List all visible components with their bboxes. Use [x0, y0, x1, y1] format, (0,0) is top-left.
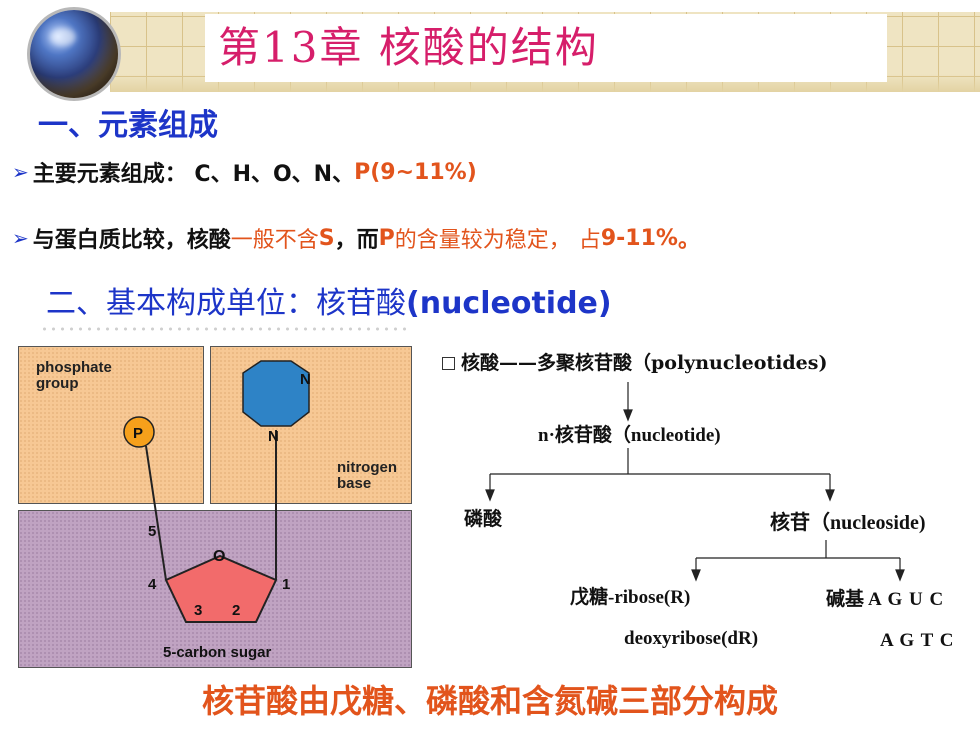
hierarchy-base-dna: A G T C: [880, 630, 955, 651]
globe-icon: [30, 10, 118, 98]
phosphate-label: phosphate group: [36, 359, 112, 392]
bullet-highlight: 占: [578, 228, 601, 253]
bullet-main-elements: ➢ 主要元素组成： C、H、O、N、 P(9~11%): [12, 156, 477, 188]
dotted-divider: [40, 326, 410, 332]
sugar-ring-shape: [164, 554, 278, 623]
bullet-compare-protein: ➢ 与蛋白质比较，核酸 一般不含 S ，而 P 的含量较为稳定， 占 9-11%…: [12, 222, 700, 254]
bullet-text: ，而: [334, 228, 379, 253]
phosphate-symbol: P: [133, 425, 143, 442]
section-heading-elements: 一、元素组成: [38, 108, 218, 143]
bullet-text: 主要元素组成： C、H、O、N、: [32, 162, 355, 187]
bullet-arrow-icon: ➢: [12, 160, 29, 184]
carbon-5-label: 5: [148, 523, 156, 540]
phosphate-sugar-bond: [145, 445, 167, 581]
checkbox-glyph-icon: [442, 357, 455, 370]
heading-en: (nucleotide): [406, 286, 612, 321]
nitrogen-base-panel: [210, 346, 412, 504]
hierarchy-nucleotide: n·核苷酸（nucleotide): [538, 425, 721, 446]
hierarchy-ribose: 戊糖-ribose(R): [570, 587, 691, 608]
bullet-highlight: P: [378, 225, 395, 251]
slide-caption: 核苷酸由戊糖、磷酸和含氮碱三部分构成: [201, 682, 778, 720]
phosphate-circle: [123, 416, 155, 448]
carbon-2-label: 2: [232, 602, 240, 619]
heading-cn: 二、基本构成单位：核苷酸: [46, 286, 406, 321]
hierarchy-root: 核酸——多聚核苷酸（polynucleotides): [442, 348, 827, 375]
phosphate-panel: [18, 346, 204, 504]
ring-oxygen: O: [213, 548, 225, 565]
bullet-highlight: 。: [677, 228, 700, 253]
section-heading-units: 二、基本构成单位：核苷酸(nucleotide): [46, 278, 612, 322]
ring-n-bottom: N: [268, 428, 279, 445]
title-box: [205, 14, 887, 82]
bullet-highlight: 的含量较为稳定，: [394, 228, 571, 253]
hierarchy-nucleoside: 核苷（nucleoside): [770, 512, 926, 534]
bullet-arrow-icon: ➢: [12, 226, 29, 250]
hierarchy-deoxyribose: deoxyribose(dR): [624, 628, 759, 649]
bullet-highlight: 9-11%: [600, 225, 678, 251]
carbon-1-label: 1: [282, 576, 290, 593]
bullet-highlight: P(9~11%): [354, 159, 477, 185]
bullet-highlight: 一般不含: [230, 228, 319, 253]
bullet-highlight: S: [318, 225, 335, 251]
page-title: 第13章 核酸的结构: [218, 23, 599, 72]
nitrogen-base-label: nitrogen base: [337, 459, 397, 492]
sugar-label: 5-carbon sugar: [163, 644, 272, 661]
ring-n-top: N: [300, 371, 311, 388]
hierarchy-phosphate: 磷酸: [464, 509, 503, 530]
bullet-text: 与蛋白质比较，核酸: [32, 228, 231, 253]
nitrogen-ring-shape: [242, 360, 310, 427]
carbon-4-label: 4: [148, 576, 157, 593]
carbon-3-label: 3: [194, 602, 202, 619]
